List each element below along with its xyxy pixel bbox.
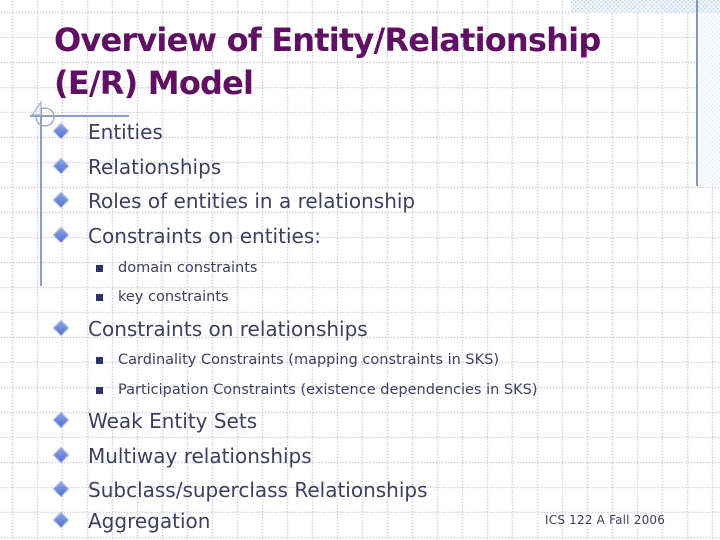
bullet-text: Entities bbox=[88, 120, 163, 144]
bullet-text: Cardinality Constraints (mapping constra… bbox=[118, 352, 499, 368]
slide-title: Overview of Entity/Relationship (E/R) Mo… bbox=[54, 19, 694, 105]
top-rule-line bbox=[30, 115, 129, 117]
bullet-item: Roles of entities in a relationship bbox=[53, 189, 416, 213]
bullet-item: Subclass/superclass Relationships bbox=[53, 478, 428, 502]
sub-bullet-item: Participation Constraints (existence dep… bbox=[96, 382, 538, 399]
sub-bullet-item: domain constraints bbox=[96, 260, 258, 277]
square-bullet-icon bbox=[96, 387, 103, 394]
diamond-bullet-icon bbox=[53, 158, 69, 174]
bullet-text: Participation Constraints (existence dep… bbox=[118, 382, 538, 398]
bullet-item: Relationships bbox=[53, 155, 222, 179]
bullet-text: Constraints on entities: bbox=[88, 224, 321, 248]
square-bullet-icon bbox=[96, 294, 103, 301]
bullet-text: Aggregation bbox=[88, 509, 211, 533]
bullet-text: Constraints on relationships bbox=[88, 317, 368, 341]
right-hatched-column bbox=[699, 13, 720, 186]
square-bullet-icon bbox=[96, 357, 103, 364]
bullet-text: Relationships bbox=[88, 155, 222, 179]
diamond-bullet-icon bbox=[53, 192, 69, 208]
diamond-bullet-icon bbox=[53, 227, 69, 243]
bullet-text: key constraints bbox=[118, 289, 229, 305]
bullet-item: Multiway relationships bbox=[53, 444, 312, 468]
diamond-bullet-icon bbox=[53, 481, 69, 497]
slide-footer: ICS 122 A Fall 2006 bbox=[545, 513, 666, 527]
bullet-text: domain constraints bbox=[118, 260, 258, 276]
bullet-text: Weak Entity Sets bbox=[88, 409, 258, 433]
bullet-text: Multiway relationships bbox=[88, 444, 312, 468]
bullet-item: Constraints on entities: bbox=[53, 224, 321, 248]
left-rule-line bbox=[40, 108, 42, 286]
square-bullet-icon bbox=[96, 265, 103, 272]
bullet-text: Roles of entities in a relationship bbox=[88, 189, 416, 213]
bullet-item: Weak Entity Sets bbox=[53, 409, 258, 433]
diamond-bullet-icon bbox=[53, 447, 69, 463]
diamond-bullet-icon bbox=[53, 512, 69, 528]
bullet-item: Entities bbox=[53, 120, 163, 144]
bullet-text: Subclass/superclass Relationships bbox=[88, 478, 428, 502]
diamond-bullet-icon bbox=[53, 412, 69, 428]
sub-bullet-item: Cardinality Constraints (mapping constra… bbox=[96, 352, 499, 369]
bullet-item: Aggregation bbox=[53, 509, 211, 533]
right-rule-line bbox=[696, 0, 698, 186]
bullet-item: Constraints on relationships bbox=[53, 317, 368, 341]
slide-title-line2: (E/R) Model bbox=[54, 64, 254, 102]
compass-icon bbox=[31, 100, 55, 127]
top-hatched-band bbox=[571, 0, 720, 13]
slide-title-line1: Overview of Entity/Relationship bbox=[54, 21, 601, 59]
sub-bullet-item: key constraints bbox=[96, 289, 229, 306]
diamond-bullet-icon bbox=[53, 320, 69, 336]
